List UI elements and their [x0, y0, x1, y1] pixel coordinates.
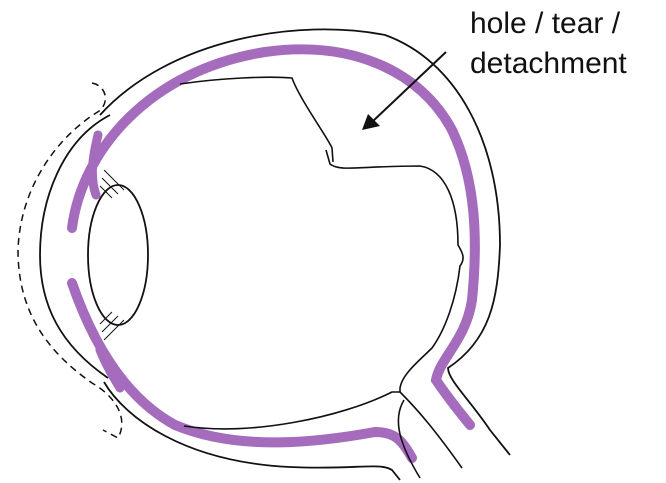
retina-inner-line — [180, 77, 333, 162]
lens — [88, 185, 148, 325]
optic-nerve-lower — [398, 400, 420, 478]
annotation-label-line-2: detachment — [470, 47, 627, 81]
annotation-label-line-1: hole / tear / — [470, 7, 620, 41]
retina-inner-lower — [184, 392, 400, 429]
